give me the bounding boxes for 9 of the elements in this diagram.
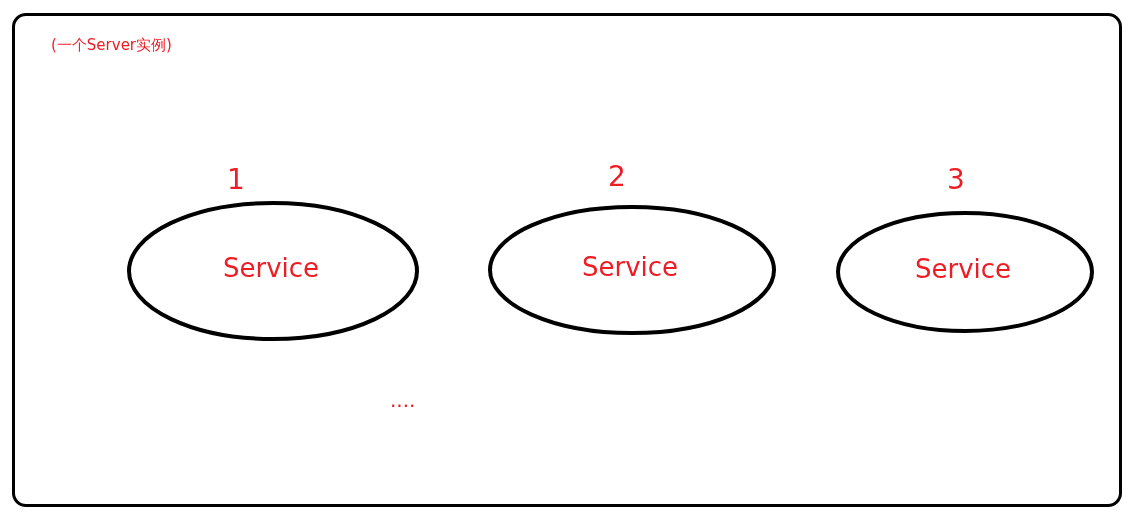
number-label: 3 [947, 163, 965, 196]
ellipsis-text: .... [390, 388, 416, 412]
container-box [12, 13, 1122, 507]
node-label: Service [915, 254, 1012, 284]
title-text: (一个Server实例) [51, 36, 172, 55]
node-label: Service [582, 252, 679, 282]
number-label: 2 [608, 160, 626, 193]
node-label: Service [223, 253, 320, 283]
number-label: 1 [227, 163, 245, 196]
